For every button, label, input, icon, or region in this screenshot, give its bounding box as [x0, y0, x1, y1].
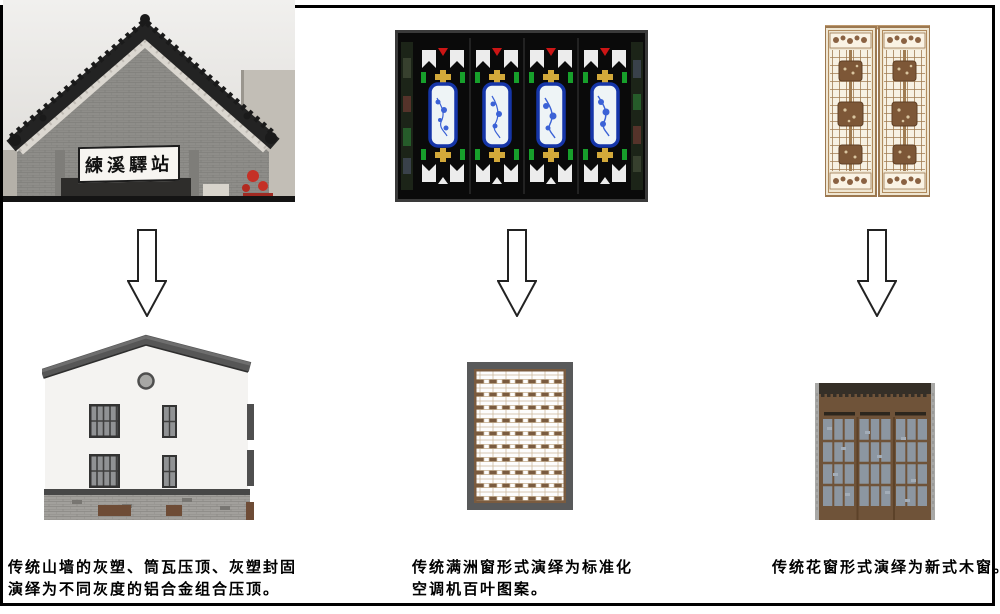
caption-line: 传统花窗形式演绎为新式木窗。	[772, 558, 1000, 576]
caption-middle: 传统满洲窗形式演绎为标准化 空调机百叶图案。	[412, 556, 633, 600]
caption-line: 传统满洲窗形式演绎为标准化	[412, 558, 634, 576]
down-arrow-icon	[497, 229, 537, 317]
caption-right: 传统花窗形式演绎为新式木窗。	[772, 556, 1000, 578]
new-wood-window-rendering	[815, 383, 935, 520]
manchu-window-photo	[395, 30, 648, 202]
caption-line: 空调机百叶图案。	[412, 580, 549, 598]
down-arrow-icon	[127, 229, 167, 317]
carved-flower-window-photo	[825, 25, 930, 198]
gable-wall-photo: 練溪驛站	[3, 0, 295, 202]
louver-pattern-rendering	[467, 362, 573, 510]
caption-line: 传统山墙的灰塑、筒瓦压顶、灰塑封固	[8, 558, 298, 576]
caption-line: 演绎为不同灰度的铝合金组合压顶。	[8, 580, 281, 598]
page-border	[0, 5, 995, 606]
station-sign: 練溪驛站	[78, 144, 180, 184]
caption-left: 传统山墙的灰塑、筒瓦压顶、灰塑封固 演绎为不同灰度的铝合金组合压顶。	[8, 556, 297, 600]
down-arrow-icon	[857, 229, 897, 317]
building-elevation-rendering	[42, 334, 254, 522]
